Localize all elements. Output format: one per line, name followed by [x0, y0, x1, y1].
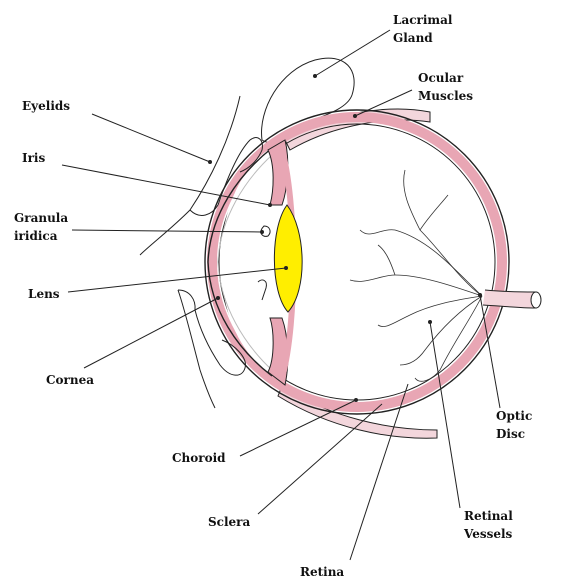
label-sclera: Sclera [208, 515, 250, 529]
label-eyelids: Eyelids [22, 99, 70, 113]
dot-eyelids [208, 160, 212, 164]
label-retinal-vessels-line2: Vessels [463, 527, 513, 541]
label-ocular-muscles-line2: Muscles [418, 89, 473, 103]
dot-cornea [216, 296, 220, 300]
label-choroid: Choroid [172, 451, 226, 465]
label-retina: Retina [300, 565, 344, 579]
label-lens: Lens [28, 287, 60, 301]
pointer-cornea [84, 298, 218, 368]
pointer-eyelids [92, 114, 210, 162]
dot-ocular-muscles [353, 114, 357, 118]
label-ocular-muscles-line1: Ocular [418, 71, 464, 85]
retinal-vessels-lines [350, 170, 482, 381]
pointer-lacrimal-gland [315, 30, 390, 76]
label-retinal-vessels-line1: Retinal [464, 509, 513, 523]
label-lacrimal-gland-line1: Lacrimal [393, 13, 453, 27]
lens-shape [274, 205, 302, 312]
pointer-retinal-vessels [430, 322, 460, 508]
dot-choroid [354, 398, 358, 402]
label-granula-iridica-line2: iridica [14, 229, 58, 243]
dot-lacrimal-gland [313, 74, 317, 78]
optic-nerve-end [531, 292, 541, 308]
label-granula-iridica-line1: Granula [14, 211, 68, 225]
eye-drawing [140, 58, 541, 438]
pointer-choroid [240, 400, 356, 456]
dot-retinal-vessels [428, 320, 432, 324]
dot-lens [284, 266, 288, 270]
dot-granula-iridica [260, 230, 264, 234]
label-cornea: Cornea [46, 373, 94, 387]
dot-iris [268, 203, 272, 207]
label-optic-disc-line2: Disc [496, 427, 525, 441]
label-optic-disc-line1: Optic [496, 409, 532, 423]
label-lacrimal-gland-line2: Gland [393, 31, 433, 45]
dot-optic-disc [478, 293, 482, 297]
label-iris: Iris [22, 151, 45, 165]
pointer-sclera [258, 404, 382, 514]
